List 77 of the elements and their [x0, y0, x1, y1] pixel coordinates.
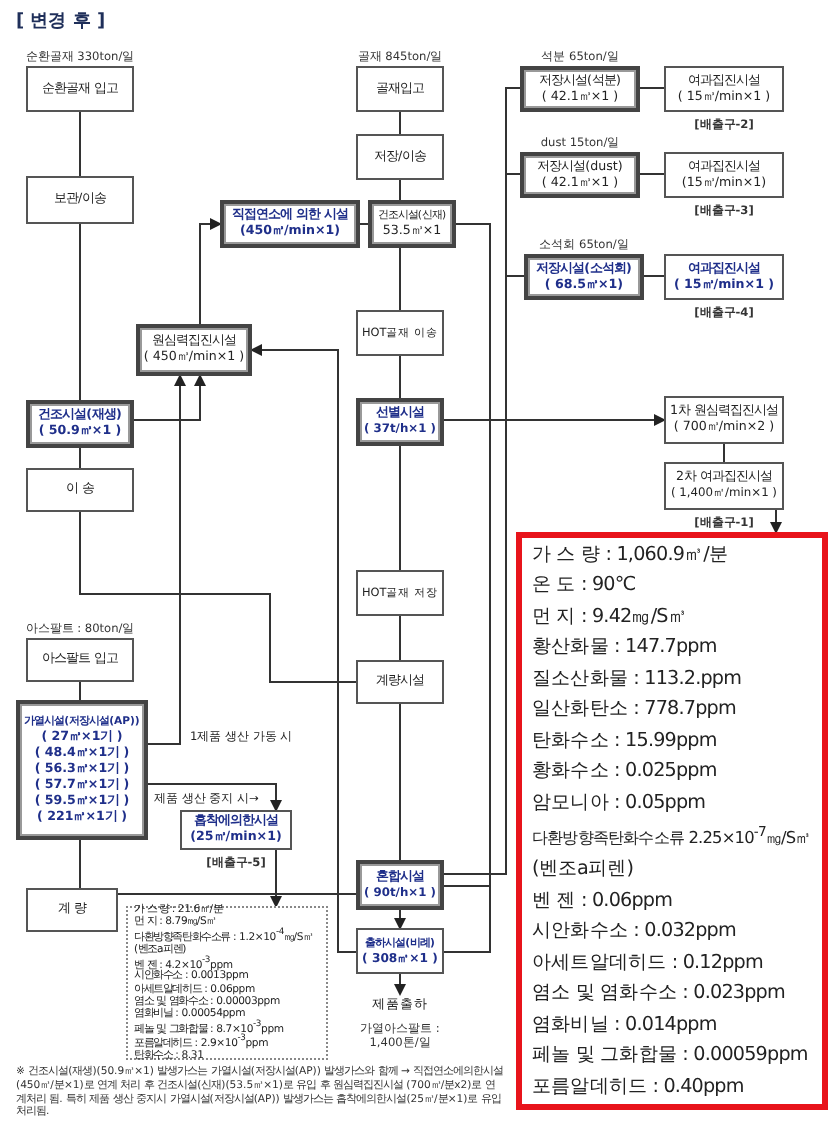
data-line: (벤조a피렌) — [532, 856, 634, 885]
data-line: 황산화물 : 147.7ppm — [532, 634, 717, 663]
connector-line — [399, 703, 401, 861]
process-box — [664, 254, 784, 300]
connector-line — [643, 275, 665, 277]
arrow — [250, 344, 357, 953]
arrow — [443, 414, 666, 426]
process-box — [16, 700, 148, 840]
process-box — [520, 66, 640, 112]
connector-line — [639, 173, 665, 175]
arrow — [147, 783, 282, 812]
arrow — [394, 909, 406, 930]
process-box — [220, 200, 360, 248]
process-box — [26, 888, 118, 932]
data-line: 질소산화물 : 113.2.ppm — [532, 665, 742, 694]
arrow — [147, 374, 186, 745]
connector-line — [399, 111, 401, 135]
process-box — [356, 660, 444, 704]
data-line: 먼 지 : 9.42㎎/S㎥ — [532, 603, 687, 632]
data-line: 온 도 : 90℃ — [532, 572, 636, 601]
connector-line — [399, 247, 401, 311]
connector-line — [79, 223, 81, 401]
data-line: 시안화수소 : 0.032ppm — [532, 918, 736, 947]
connector-line — [399, 179, 401, 201]
title: [ 변경 후 ] — [16, 10, 106, 34]
data-line: 암모니아 : 0.05ppm — [532, 789, 706, 818]
process-box — [368, 200, 456, 248]
process-box — [664, 396, 784, 444]
process-box — [664, 66, 784, 112]
process-box — [26, 638, 134, 682]
connector-line — [639, 87, 665, 89]
connector-line — [117, 893, 357, 895]
process-box — [136, 324, 252, 376]
connector-line — [399, 615, 401, 661]
data-line: 포름알데히드 : 0.40ppm — [532, 1073, 744, 1102]
process-box — [356, 928, 444, 974]
data-line: 벤 젠 : 0.06ppm — [532, 887, 673, 916]
arrow — [199, 218, 222, 325]
process-box — [26, 468, 134, 512]
process-box — [664, 152, 784, 198]
connector-line — [79, 681, 81, 701]
data-line: 아세트알데히드 : 0.12ppm — [532, 949, 763, 978]
arrow — [133, 374, 206, 421]
process-box — [26, 66, 134, 112]
data-line: 황화수소 : 0.025ppm — [532, 758, 717, 787]
connector-line — [79, 111, 81, 177]
data-line: 탄화수소 : 15.99ppm — [532, 727, 717, 756]
connector-line — [399, 445, 401, 571]
process-box — [356, 66, 444, 112]
data-line: 염화비닐 : 0.014ppm — [532, 1011, 717, 1040]
arrow — [394, 973, 406, 996]
arrow — [270, 849, 282, 908]
connector-line — [723, 443, 725, 463]
process-box — [26, 400, 134, 448]
emission-data-box — [126, 906, 328, 1060]
data-line: 페놀 및 그화합물 : 0.00059ppm — [532, 1042, 808, 1071]
connector-line — [79, 447, 81, 469]
process-box — [180, 810, 292, 850]
process-box — [524, 254, 644, 300]
process-box — [356, 134, 444, 180]
process-box — [356, 310, 444, 356]
data-line: 가 스 량 : 1,060.9㎥/분 — [532, 541, 729, 570]
connector-line — [399, 355, 401, 399]
process-box — [26, 176, 134, 224]
process-box — [520, 152, 640, 198]
data-line: 다환방향족탄화수소류 2.25×10$^{-7}$㎎/S㎥ — [532, 822, 811, 852]
data-line: 염소 및 염화수소 : 0.023ppm — [532, 980, 785, 1009]
process-box — [356, 398, 444, 446]
emission-data-box — [516, 532, 828, 1110]
data-line: 일산화탄소 : 778.7ppm — [532, 696, 736, 725]
process-box — [356, 860, 444, 910]
process-box — [356, 570, 444, 616]
connector-line — [79, 511, 357, 683]
connector-line — [79, 839, 81, 889]
arrow — [770, 509, 782, 534]
connector-line — [359, 223, 369, 225]
process-box — [664, 462, 784, 510]
